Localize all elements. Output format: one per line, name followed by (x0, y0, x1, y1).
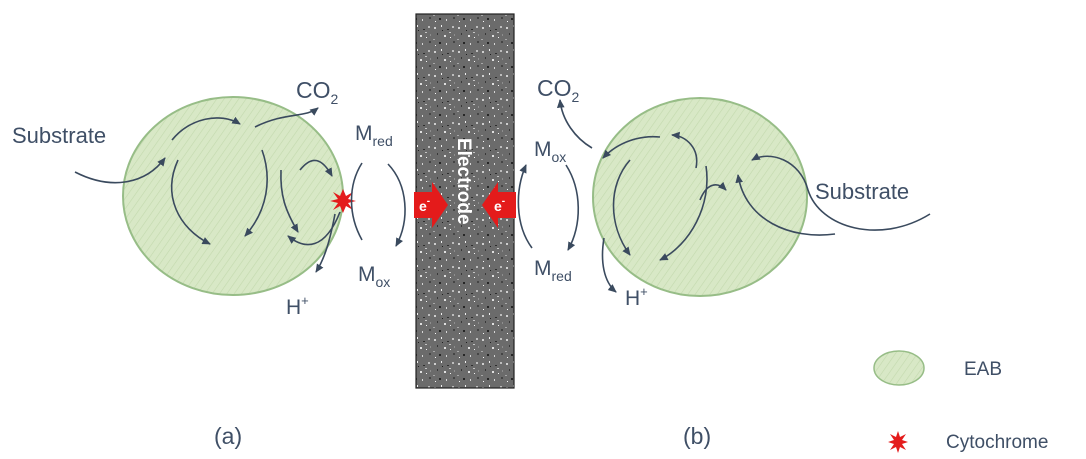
substrate-label-b: Substrate (815, 179, 909, 204)
m-ox-label-a: Mox (358, 263, 390, 290)
co2-label-b: CO2 (537, 75, 580, 105)
electrode: Electrode e- e- (414, 13, 516, 389)
caption-b: (b) (683, 423, 711, 449)
substrate-label-a: Substrate (12, 123, 106, 148)
co2-label-a: CO2 (296, 77, 339, 107)
mediator-cycle-a-right (387, 163, 406, 247)
panel-a: Substrate CO2 H+ Mred Mox (a) (12, 77, 406, 449)
mediator-cycle-b-left (517, 164, 533, 249)
legend-cytochrome-label: Cytochrome (946, 432, 1048, 453)
m-ox-label-b: Mox (534, 138, 566, 165)
mediator-cycle-a-left (350, 162, 363, 241)
svg-text:e-: e- (494, 196, 505, 214)
legend-eab-swatch (873, 350, 925, 386)
m-red-label-a: Mred (355, 122, 393, 149)
panel-b: CO2 Mox Mred H+ Substrate (b) (517, 75, 931, 449)
metabolic-arrows-b (556, 99, 931, 293)
electrode-label: Electrode (453, 138, 474, 225)
cytochrome-star-a (330, 189, 356, 213)
eab-cell-a (122, 96, 344, 296)
electron-arrow-left: e- (414, 182, 448, 228)
eab-cell-b (592, 97, 808, 297)
electron-arrow-right: e- (482, 182, 516, 228)
legend-cytochrome-star (888, 431, 908, 453)
legend-eab-label: EAB (964, 359, 1002, 380)
caption-a: (a) (214, 423, 242, 449)
legend: EAB Cytochrome (873, 350, 1048, 453)
hplus-label-a: H+ (286, 293, 309, 319)
hplus-label-b: H+ (625, 284, 648, 310)
metabolic-arrows-a (74, 107, 341, 273)
m-red-label-b: Mred (534, 257, 572, 284)
mediator-cycle-b-right (565, 164, 580, 251)
svg-text:e-: e- (419, 196, 430, 214)
